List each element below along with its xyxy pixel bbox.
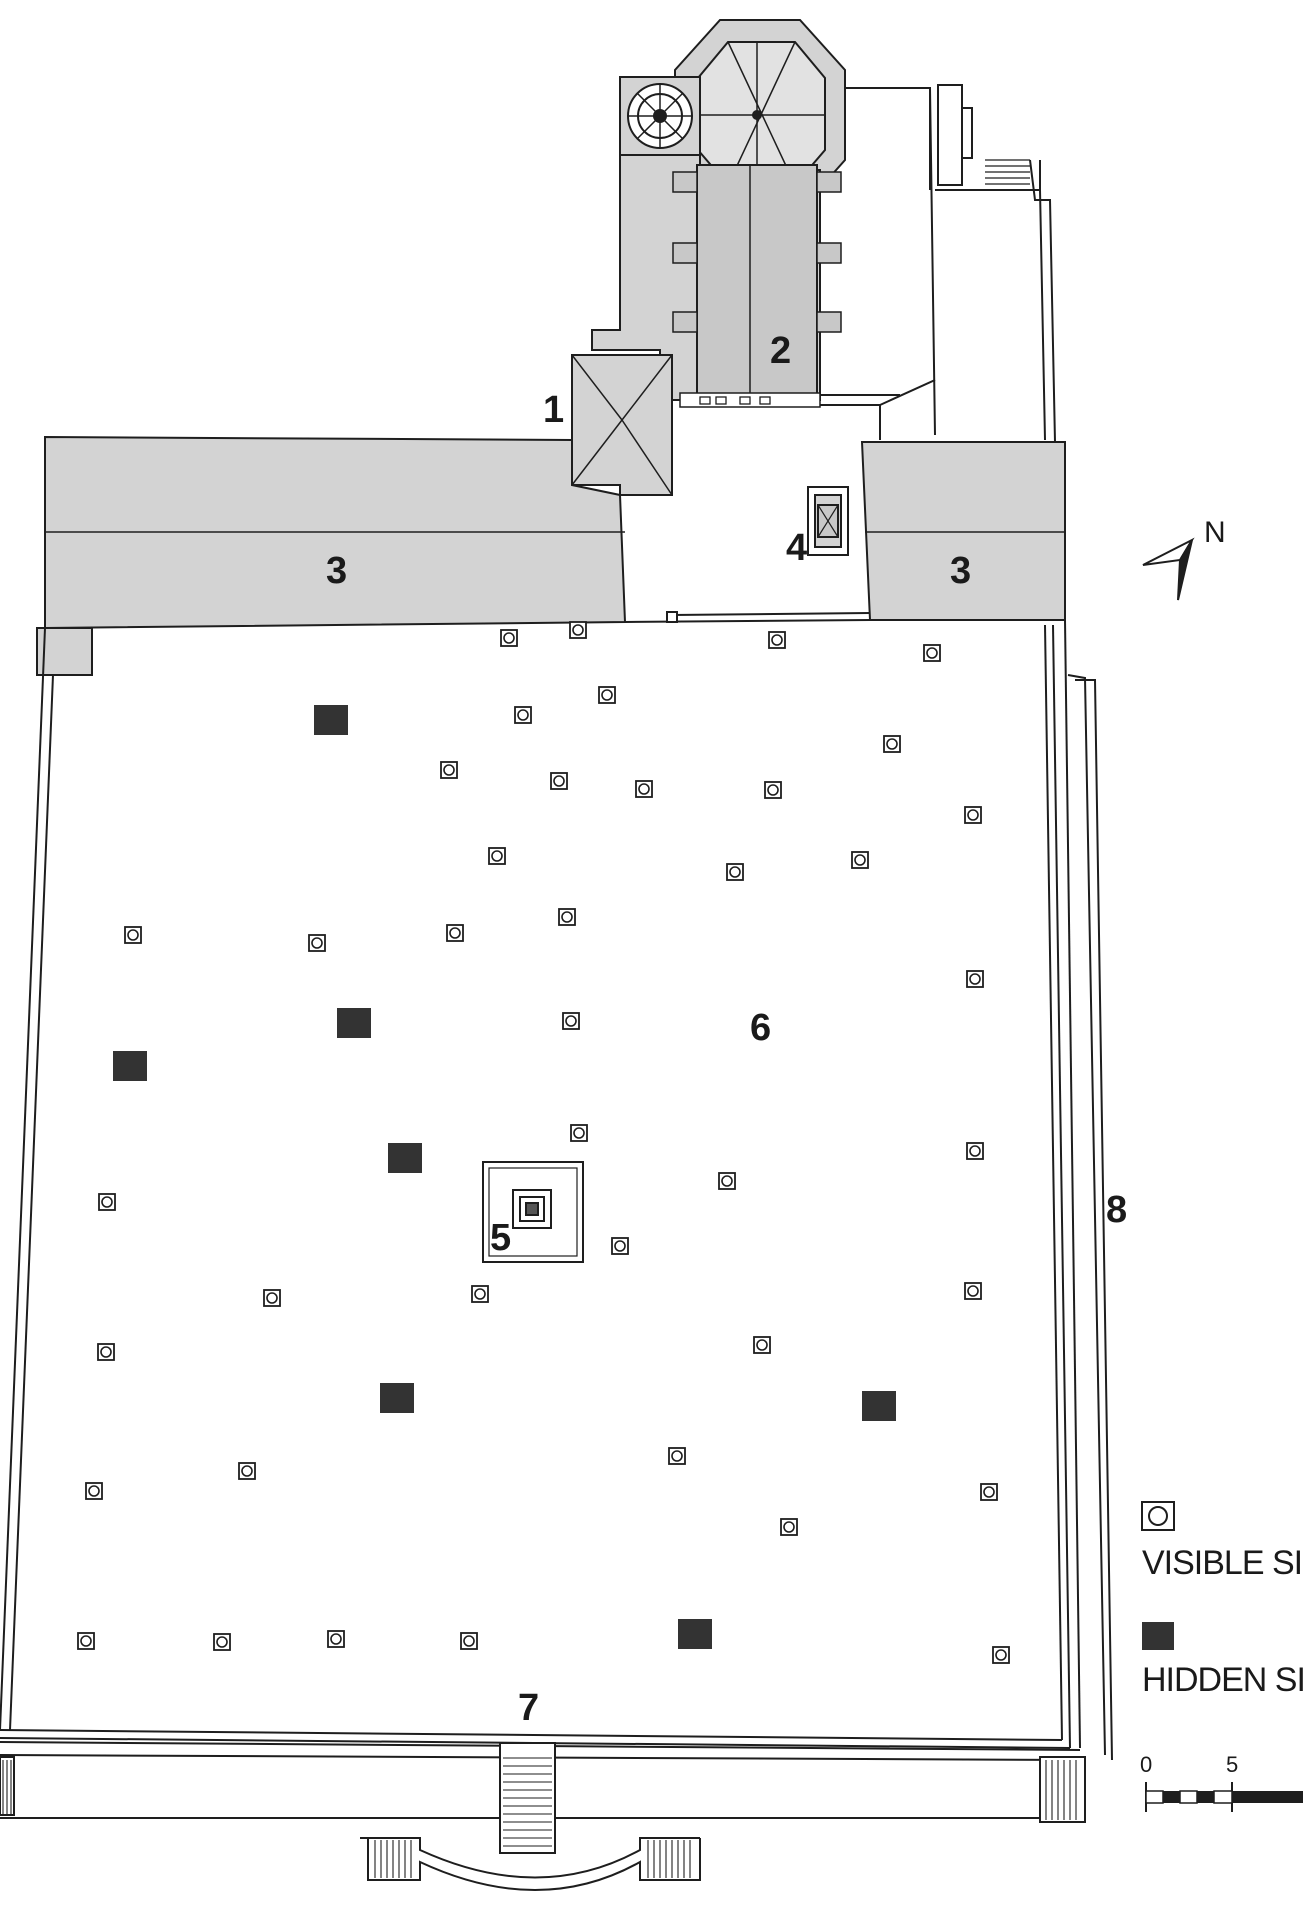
visible-silo-icon xyxy=(992,1646,1010,1664)
visible-silo-icon xyxy=(446,924,464,942)
visible-silo-icon xyxy=(562,1012,580,1030)
visible-silo-icon xyxy=(569,621,587,639)
hidden-silo-icon xyxy=(380,1383,414,1413)
north-arrow-icon xyxy=(1142,537,1195,601)
visible-silo-icon xyxy=(980,1483,998,1501)
visible-silo-icon xyxy=(611,1237,629,1255)
visible-silo-icon xyxy=(238,1462,256,1480)
visible-silo-icon xyxy=(97,1343,115,1361)
legend-hidden-label: HIDDEN SILOS xyxy=(1142,1661,1303,1699)
label-4: 4 xyxy=(786,527,807,569)
visible-silo-icon xyxy=(780,1518,798,1536)
legend-hidden-silo-icon xyxy=(1142,1622,1174,1650)
visible-silo-icon xyxy=(558,908,576,926)
label-1: 1 xyxy=(543,389,564,431)
label-6: 6 xyxy=(750,1007,771,1049)
scale-bar: 0 5 xyxy=(1140,1752,1303,1812)
visible-silo-icon xyxy=(768,631,786,649)
hidden-silo-icon xyxy=(337,1008,371,1038)
visible-silo-icon xyxy=(764,781,782,799)
visible-silo-icon xyxy=(570,1124,588,1142)
visible-silo-icon xyxy=(308,934,326,952)
visible-silo-icon xyxy=(471,1285,489,1303)
hidden-silo-icon xyxy=(113,1051,147,1081)
visible-silo-icon xyxy=(213,1633,231,1651)
central-monument xyxy=(482,1161,584,1263)
label-3-east: 3 xyxy=(950,550,971,592)
visible-silo-icon xyxy=(966,1142,984,1160)
visible-silo-icon xyxy=(77,1632,95,1650)
east-wing xyxy=(860,441,1066,621)
south-terrace xyxy=(0,1742,1086,1891)
courtyard-monument xyxy=(807,486,849,556)
visible-silo-icon xyxy=(883,735,901,753)
visible-silo-icon xyxy=(726,863,744,881)
hidden-silo-icon xyxy=(862,1391,896,1421)
scale-tick-5: 5 xyxy=(1226,1752,1238,1777)
visible-silo-icon xyxy=(488,847,506,865)
label-2: 2 xyxy=(770,330,791,372)
visible-silo-icon xyxy=(718,1172,736,1190)
visible-silo-icon xyxy=(964,806,982,824)
visible-silo-icon xyxy=(964,1282,982,1300)
hidden-silo-icon xyxy=(678,1619,712,1649)
visible-silo-icon xyxy=(440,761,458,779)
spiral-stair-tower xyxy=(619,76,701,156)
east-courtyard-walls xyxy=(820,84,1056,443)
visible-silo-icon xyxy=(85,1482,103,1500)
label-8: 8 xyxy=(1106,1189,1127,1231)
visible-silo-icon xyxy=(124,926,142,944)
scale-tick-0: 0 xyxy=(1140,1752,1152,1777)
label-3-west: 3 xyxy=(326,550,347,592)
visible-silo-icon xyxy=(500,629,518,647)
entrance-tower xyxy=(571,354,673,496)
visible-silo-icon xyxy=(966,970,984,988)
label-7: 7 xyxy=(518,1687,539,1729)
label-5: 5 xyxy=(490,1217,511,1259)
hidden-silos xyxy=(113,705,896,1649)
visible-silos xyxy=(77,621,1010,1664)
visible-silo-icon xyxy=(753,1336,771,1354)
church-nave xyxy=(591,154,842,408)
visible-silo-icon xyxy=(327,1630,345,1648)
visible-silo-icon xyxy=(263,1289,281,1307)
visible-silo-icon xyxy=(98,1193,116,1211)
hidden-silo-icon xyxy=(314,705,348,735)
visible-silo-icon xyxy=(598,686,616,704)
visible-silo-icon xyxy=(923,644,941,662)
visible-silo-icon xyxy=(550,772,568,790)
visible-silo-icon xyxy=(668,1447,686,1465)
visible-silo-icon xyxy=(635,780,653,798)
visible-silo-icon xyxy=(851,851,869,869)
hidden-silo-icon xyxy=(388,1143,422,1173)
inner-gate-wall xyxy=(624,611,871,623)
legend-visible-label: VISIBLE SILOS xyxy=(1142,1544,1303,1582)
visible-silo-icon xyxy=(460,1632,478,1650)
silo-square-walls xyxy=(0,619,1113,1761)
visible-silo-icon xyxy=(514,706,532,724)
legend: VISIBLE SILOS HIDDEN SILOS xyxy=(1141,1501,1303,1699)
north-label: N xyxy=(1204,516,1226,549)
